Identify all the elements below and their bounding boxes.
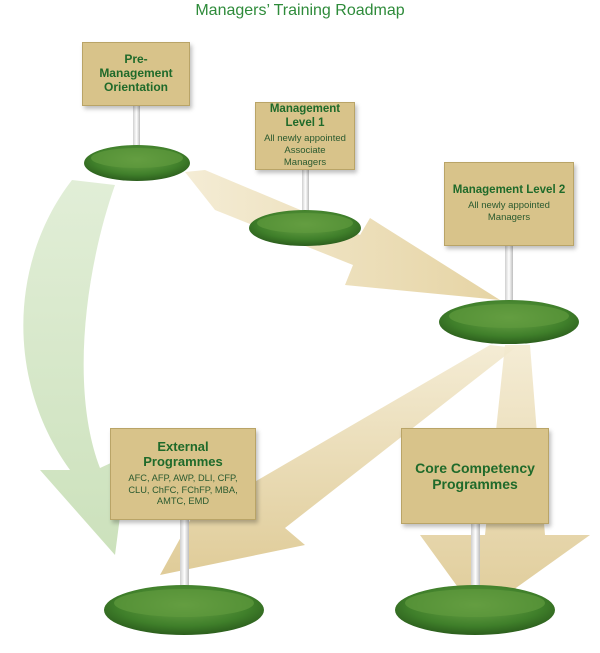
arrow-pre-to-external: [23, 180, 128, 555]
sign-title: External Programmes: [143, 439, 223, 470]
sign-management-level-1: Management Level 1 All newly appointed A…: [255, 102, 355, 170]
sign-title: Management Level 2: [452, 184, 566, 197]
sign-title: Management Level 1: [269, 103, 341, 129]
grass-patch: [84, 145, 190, 181]
signpost-pole: [505, 244, 513, 308]
signpost-pole: [471, 522, 480, 598]
grass-patch: [395, 585, 555, 635]
diagram-title: Managers’ Training Roadmap: [195, 2, 405, 19]
sign-subtitle: All newly appointed Associate Managers: [264, 132, 346, 168]
sign-subtitle: All newly appointed Managers: [468, 200, 550, 224]
sign-subtitle: AFC, AFP, AWP, DLI, CFP, CLU, ChFC, FChF…: [128, 473, 238, 507]
signpost-pole: [180, 518, 189, 598]
sign-title: Core Competency Programmes: [415, 459, 535, 492]
signpost-pole: [302, 168, 309, 218]
grass-patch: [439, 300, 579, 344]
sign-core-competency: Core Competency Programmes: [401, 428, 549, 524]
grass-patch: [104, 585, 264, 635]
sign-external-programmes: External Programmes AFC, AFP, AWP, DLI, …: [110, 428, 256, 520]
signpost-pole: [133, 104, 140, 156]
sign-title: Pre-Management Orientation: [99, 52, 173, 94]
sign-pre-management: Pre-Management Orientation: [82, 42, 190, 106]
grass-patch: [249, 210, 361, 246]
sign-management-level-2: Management Level 2 All newly appointed M…: [444, 162, 574, 246]
